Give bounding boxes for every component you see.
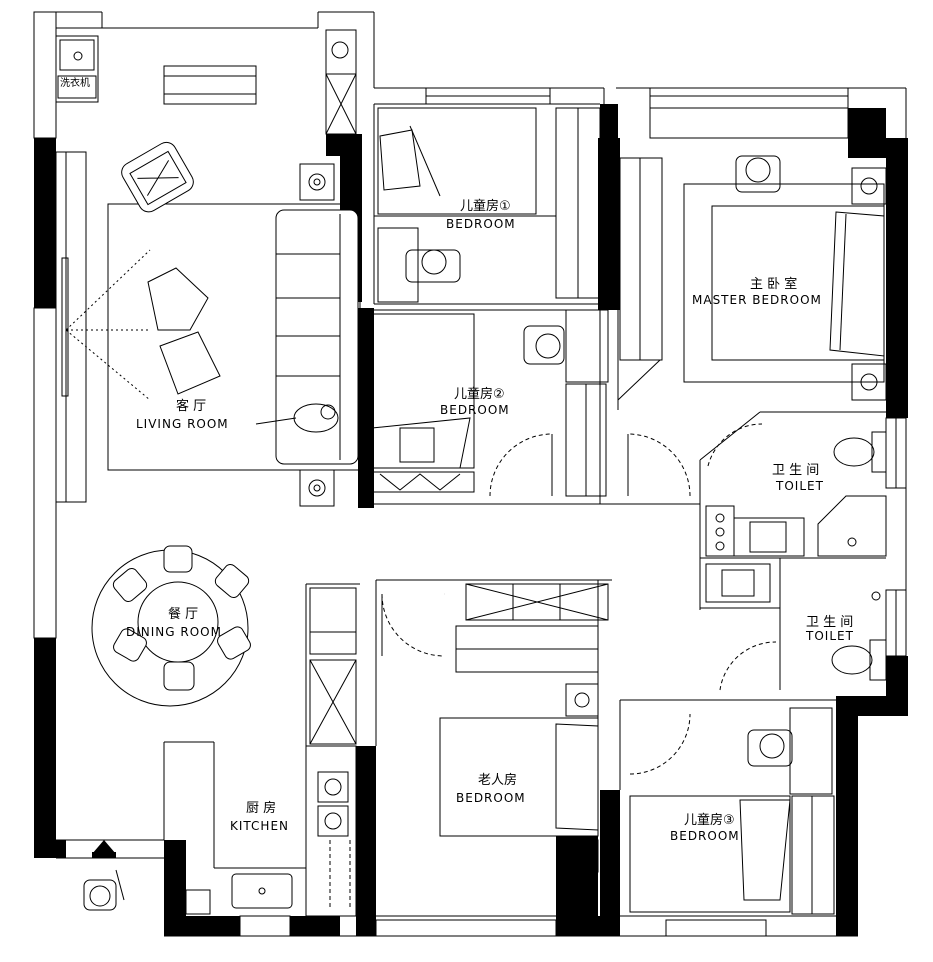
person-icon: [89, 885, 111, 907]
room-labels: 洗衣机 客 厅 LIVING ROOM 餐 厅 DINING ROOM 厨 房 …: [60, 76, 854, 843]
kids-bedroom-1: [377, 107, 601, 303]
living-label-en: LIVING ROOM: [136, 417, 229, 431]
elder-label-cn: 老人房: [478, 772, 517, 788]
master-bedroom: [619, 107, 887, 401]
toilet2-label-en: TOILET: [805, 629, 854, 643]
toilet1-label-cn: 卫 生 间: [772, 463, 819, 478]
kids2-label-cn: 儿童房②: [454, 386, 505, 402]
kids2-label-en: BEDROOM: [440, 403, 510, 417]
toilet2-label-cn: 卫 生 间: [806, 615, 853, 630]
kitchen-label-cn: 厨 房: [246, 800, 276, 816]
kids3-label-cn: 儿童房③: [684, 812, 735, 828]
dining-label-en: DINING ROOM: [126, 625, 222, 639]
toilet1-label-en: TOILET: [775, 479, 824, 493]
kids-bedroom-2: [367, 309, 691, 497]
master-label-en: MASTER BEDROOM: [692, 293, 822, 307]
kids3-label-en: BEDROOM: [670, 829, 740, 843]
toilet-2: [705, 563, 887, 691]
elder-label-en: BEDROOM: [456, 791, 526, 805]
kids-bedroom-3: [629, 707, 835, 915]
interior-walls: [56, 103, 907, 916]
laundry-label: 洗衣机: [60, 76, 90, 89]
master-label-cn: 主 卧 室: [750, 276, 797, 292]
elder-bedroom: [381, 583, 609, 873]
dining-room: [91, 545, 251, 707]
dining-label-cn: 餐 厅: [168, 606, 198, 622]
kids1-label-en: BEDROOM: [446, 217, 516, 231]
entrance: [83, 840, 125, 911]
living-room: [55, 29, 361, 507]
toilet-1: [705, 423, 887, 557]
entrance-arrow-icon: [92, 840, 116, 854]
living-label-cn: 客 厅: [176, 398, 206, 414]
kitchen: [185, 587, 357, 917]
windows: [55, 87, 907, 937]
kitchen-label-en: KITCHEN: [230, 819, 289, 833]
kids1-label-cn: 儿童房①: [460, 198, 511, 214]
radiator: [163, 65, 257, 105]
